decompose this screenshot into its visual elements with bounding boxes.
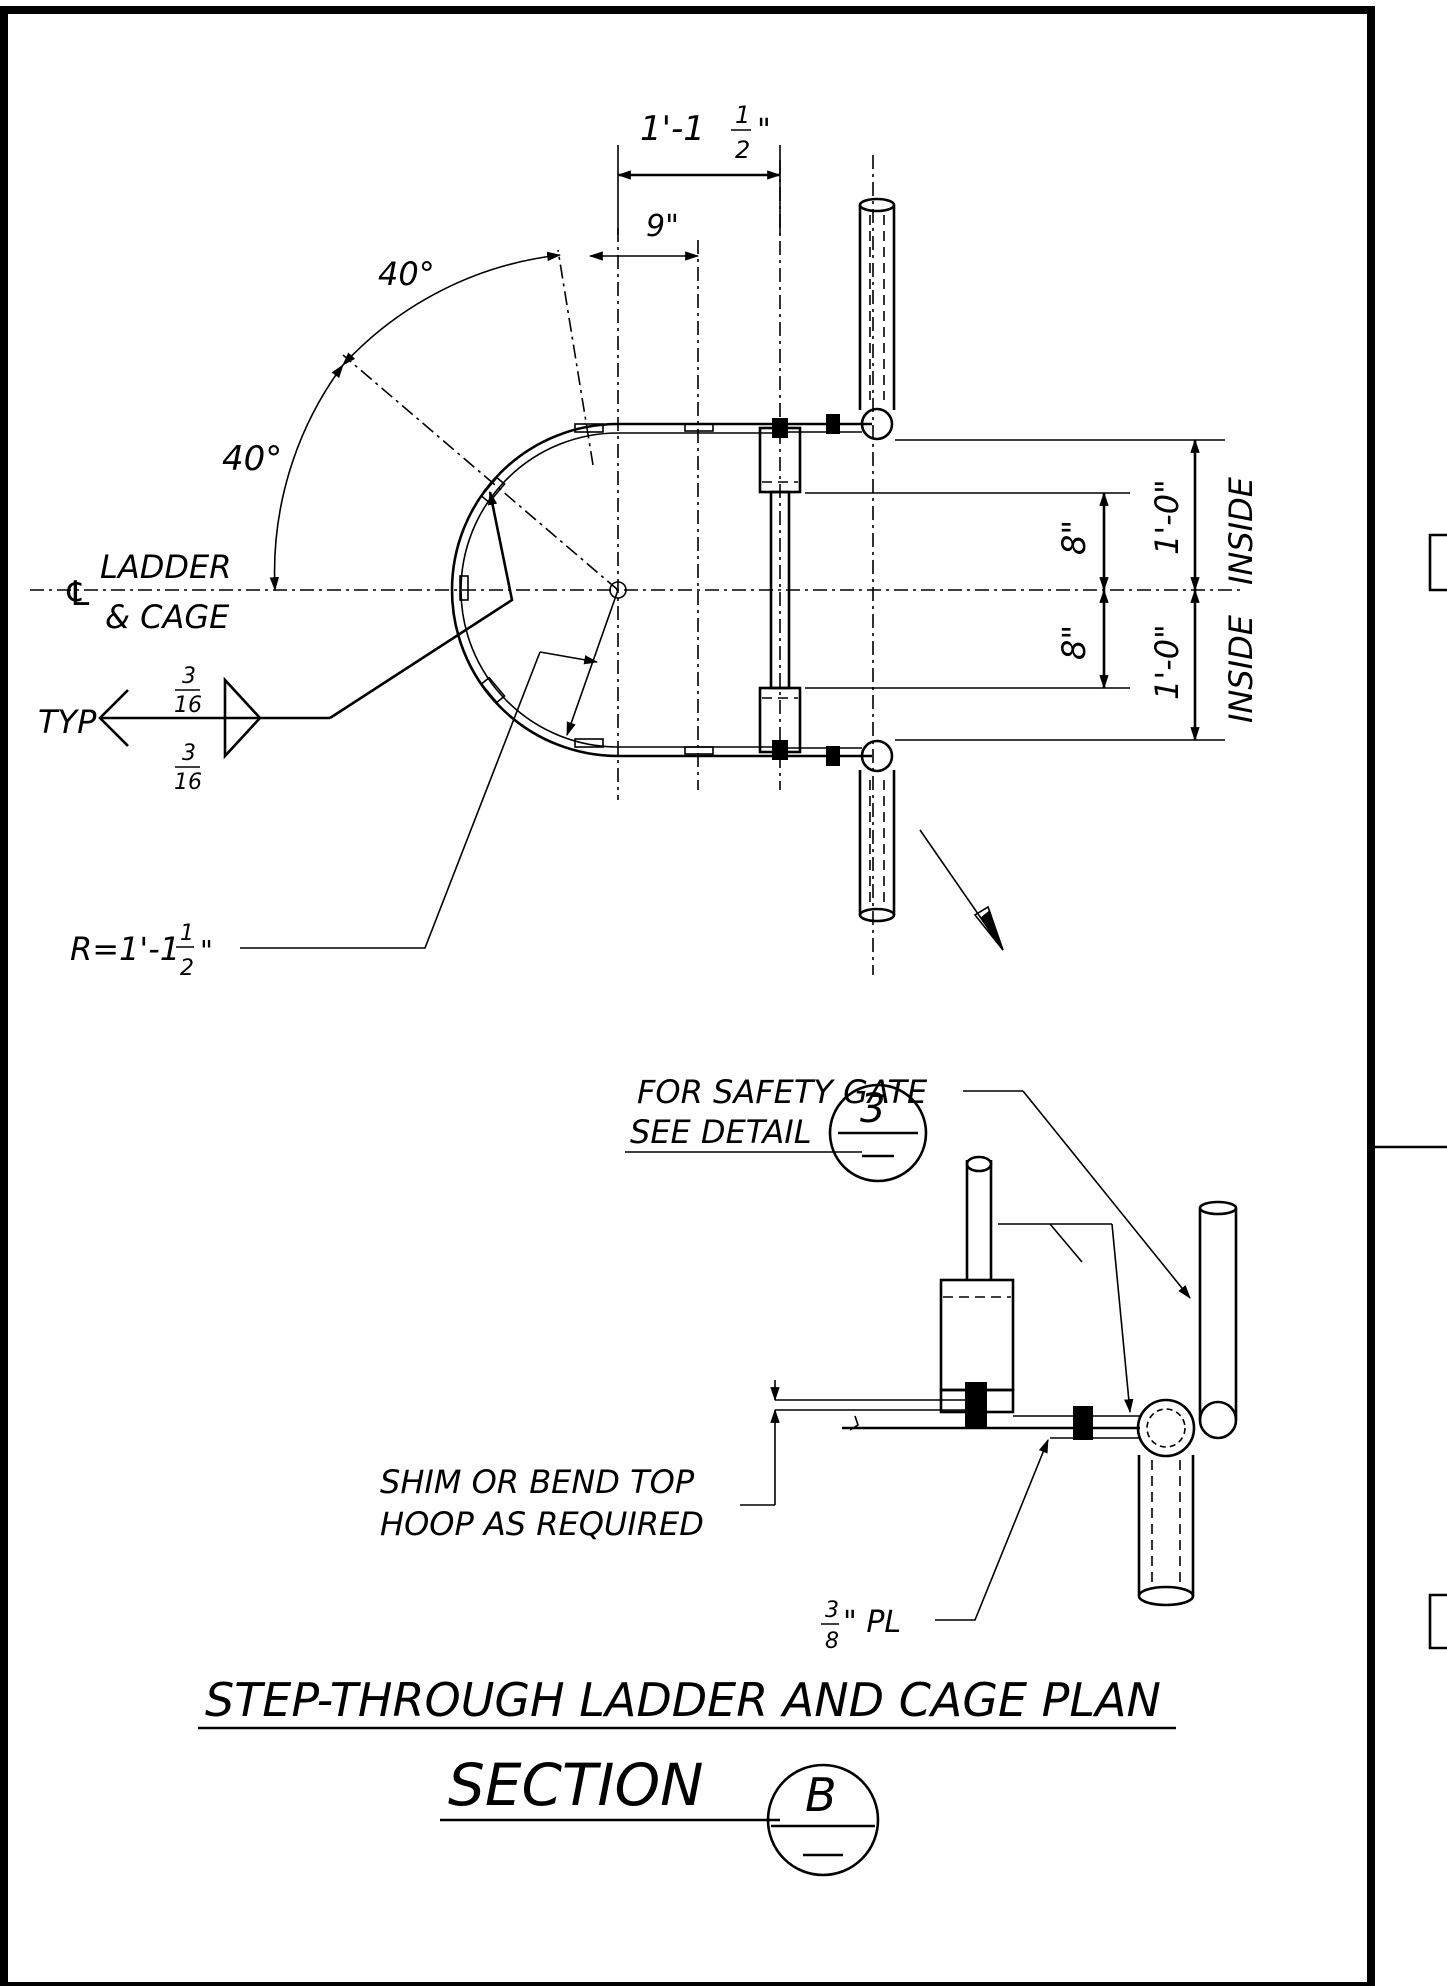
detail-rail	[939, 1155, 1134, 1428]
angle-lower-text: 40°	[222, 439, 282, 479]
plate-note: 3 8 " PL	[821, 1438, 1049, 1654]
section-label: SECTION	[448, 1751, 704, 1819]
support-post-lower	[858, 739, 896, 923]
weld-symbol: TYP 3 16 3 16	[38, 490, 514, 795]
section-callout	[766, 1763, 880, 1877]
dim-overall-width-text: 1'-1	[640, 109, 705, 149]
border-zone-marks: E D	[1428, 533, 1447, 1650]
svg-text:2: 2	[735, 136, 750, 164]
cage-hoop	[450, 422, 780, 758]
gate-note: FOR SAFETY GATE SEE DETAIL 3 —	[625, 1073, 1191, 1299]
sheet-frame	[0, 6, 1447, 1986]
centerline-symbol: ℄	[63, 574, 93, 614]
inside-lower-text: 1'-0"	[1148, 624, 1186, 700]
svg-text:3: 3	[825, 1598, 839, 1623]
centerline-label: ℄ LADDER & CAGE	[63, 548, 231, 636]
cage-plan-view: 1'-1 1 2 " 9" 40° 40° 8" 8" 1'-0" 1'	[30, 101, 1260, 981]
dim-offset-9-text: 9"	[646, 209, 679, 244]
svg-text:16: 16	[174, 693, 202, 718]
gate-callout-number: 3	[860, 1086, 885, 1132]
cage-center-point	[609, 581, 627, 599]
svg-text:8: 8	[825, 1629, 839, 1654]
hoop-clips	[780, 414, 872, 766]
weld-typ-text: TYP	[38, 703, 97, 741]
hoop-connection-detail: FOR SAFETY GATE SEE DETAIL 3 —	[380, 1073, 1238, 1654]
plate-note-text: " PL	[843, 1605, 901, 1640]
inside-word-upper: INSIDE	[1222, 476, 1260, 585]
shim-note-line2: HOOP AS REQUIRED	[380, 1505, 704, 1543]
gate-detail-callout	[828, 1083, 928, 1183]
gate-note-line1: FOR SAFETY GATE	[637, 1073, 928, 1111]
angle-ray-1	[342, 354, 619, 591]
shim-note: SHIM OR BEND TOP HOOP AS REQUIRED	[380, 1463, 704, 1543]
gate-note-line2: SEE DETAIL	[630, 1113, 812, 1151]
detail-post	[1136, 1200, 1238, 1607]
cage-vertical-bars	[459, 423, 714, 755]
dim-overall-width: 1'-1 1 2 "	[616, 101, 782, 180]
svg-text:3: 3	[182, 741, 196, 766]
inside-word-lower: INSIDE	[1222, 614, 1260, 723]
svg-text:2: 2	[180, 956, 194, 981]
inside-upper-text: 1'-0"	[1148, 479, 1186, 555]
drawing-title: STEP-THROUGH LADDER AND CAGE PLAN	[205, 1673, 1161, 1727]
angle-ray-2	[557, 249, 594, 466]
svg-text:1: 1	[735, 101, 750, 129]
rung-upper-text: 8"	[1055, 520, 1093, 555]
detail-hoop-bars	[740, 1380, 1140, 1506]
svg-text:": "	[757, 113, 771, 148]
dim-angles: 40° 40°	[222, 251, 562, 592]
north-arrow-icon	[919, 829, 1004, 951]
support-post-upper	[858, 197, 896, 441]
svg-text:": "	[200, 934, 213, 967]
svg-text:16: 16	[174, 770, 202, 795]
radius-text: R=1'-1	[70, 930, 180, 968]
shim-note-line1: SHIM OR BEND TOP	[380, 1463, 695, 1501]
svg-text:1: 1	[180, 921, 194, 946]
drawing-title-block: STEP-THROUGH LADDER AND CAGE PLAN SECTIO…	[198, 1673, 1176, 1877]
angle-upper-text: 40°	[378, 255, 435, 293]
svg-text:3: 3	[182, 664, 196, 689]
extension-lines	[617, 145, 1225, 741]
rung-lower-text: 8"	[1055, 625, 1093, 660]
radius-dimension: R=1'-1 1 2 "	[70, 589, 619, 981]
dim-offset-9: 9"	[588, 209, 700, 261]
section-callout-letter: B	[805, 1768, 837, 1822]
dim-rung-spacing: 8" 8" 1'-0" 1'-0" INSIDE INSIDE	[1055, 438, 1260, 742]
centerline-line1: LADDER	[100, 548, 231, 586]
centerline-line2: & CAGE	[105, 598, 230, 636]
